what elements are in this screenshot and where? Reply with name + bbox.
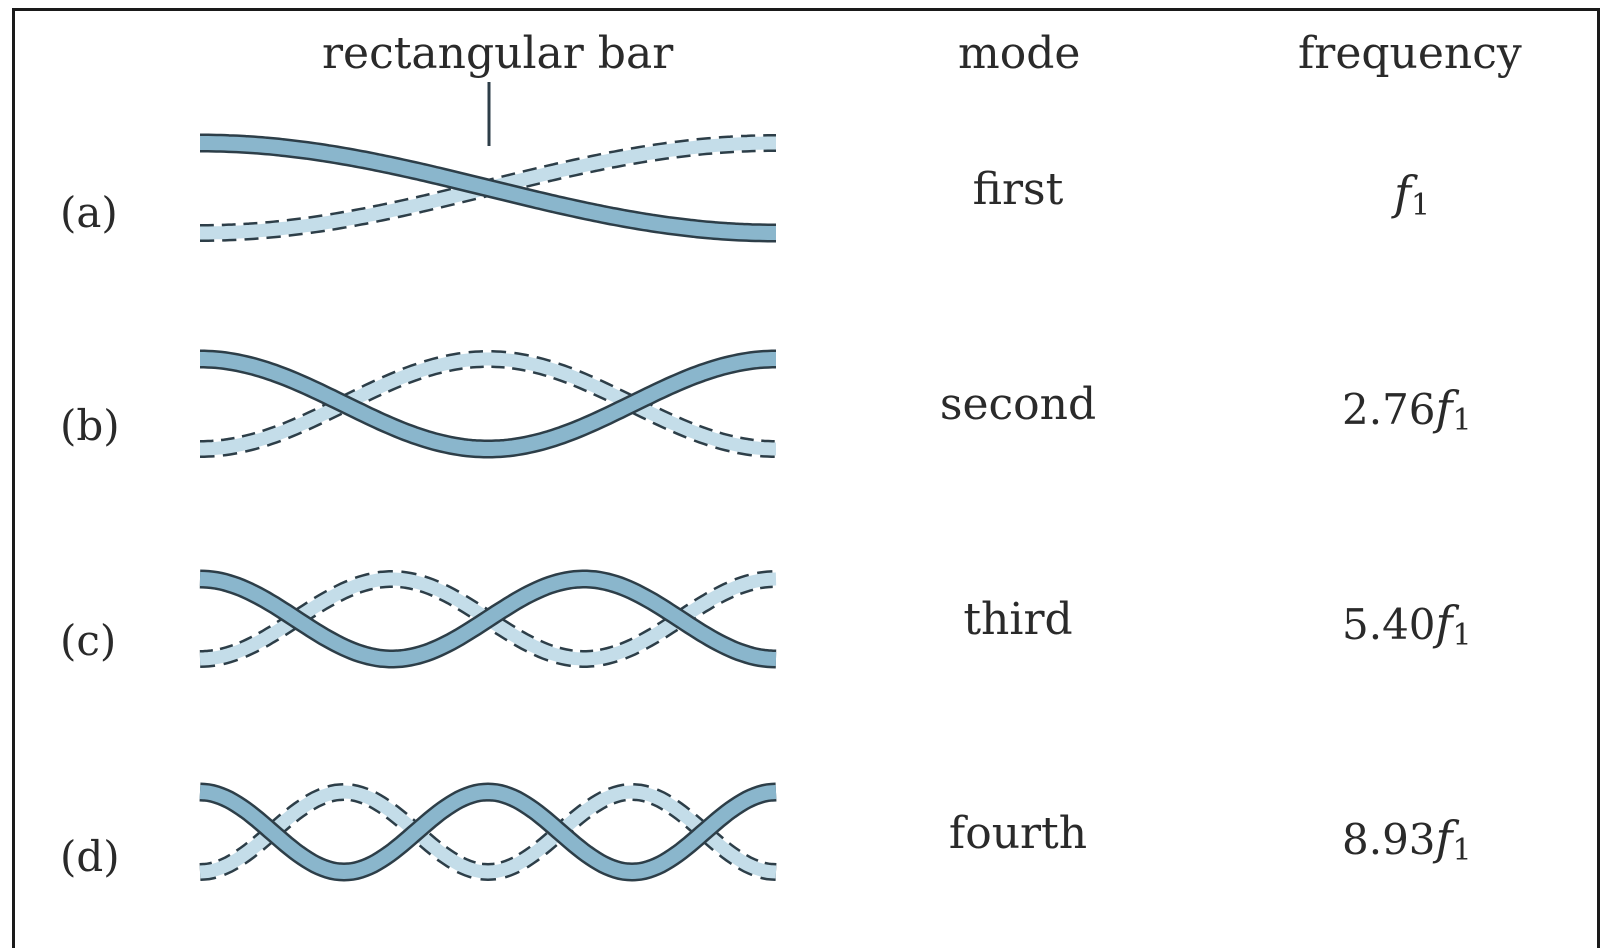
dashed-bar-fill-b	[200, 352, 776, 456]
solid-bar-fill-d	[199, 784, 777, 880]
frequency-subscript: 1	[1452, 833, 1472, 868]
frequency-coefficient: 8.93	[1342, 815, 1436, 864]
mode-first: first	[972, 164, 1064, 215]
frequency-coefficient: 2.76	[1342, 385, 1436, 434]
mode-shape-c	[199, 569, 777, 669]
frequency-subscript: 1	[1452, 618, 1472, 653]
mode-shape-d	[199, 782, 777, 882]
mode-third: third	[963, 594, 1073, 645]
frequency-fourth: 8.93f1	[1342, 815, 1472, 866]
row-label-c: (c)	[60, 616, 117, 665]
frequency-first: f1	[1394, 170, 1430, 221]
row-label-b: (b)	[60, 401, 120, 450]
mode-shape-b	[200, 349, 776, 459]
mode-header: mode	[958, 28, 1081, 79]
frequency-coefficient: 5.40	[1342, 600, 1436, 649]
frequency-symbol: f	[1435, 596, 1453, 650]
frequency-symbol: f	[1435, 811, 1453, 865]
diagram-frame	[12, 8, 1600, 948]
solid-bar-fill-b	[200, 352, 776, 456]
frequency-second: 2.76f1	[1342, 385, 1472, 436]
mode-second: second	[939, 379, 1097, 430]
solid-bar-fill-c	[199, 572, 777, 666]
row-label-d: (d)	[60, 832, 120, 881]
rectangular-bar-label: rectangular bar	[322, 28, 674, 79]
frequency-symbol: f	[1394, 166, 1412, 220]
frequency-third: 5.40f1	[1342, 600, 1472, 651]
frequency-header: frequency	[1298, 28, 1522, 79]
solid-bar-outline-d	[199, 782, 777, 882]
dashed-bar-fill-d	[199, 785, 777, 879]
frequency-subscript: 1	[1411, 188, 1431, 223]
mode-fourth: fourth	[948, 808, 1088, 859]
row-label-a: (a)	[60, 188, 118, 237]
frequency-subscript: 1	[1452, 403, 1472, 438]
mode-shape-a	[200, 133, 776, 243]
solid-bar-fill-a	[200, 136, 776, 240]
frequency-symbol: f	[1435, 381, 1453, 435]
